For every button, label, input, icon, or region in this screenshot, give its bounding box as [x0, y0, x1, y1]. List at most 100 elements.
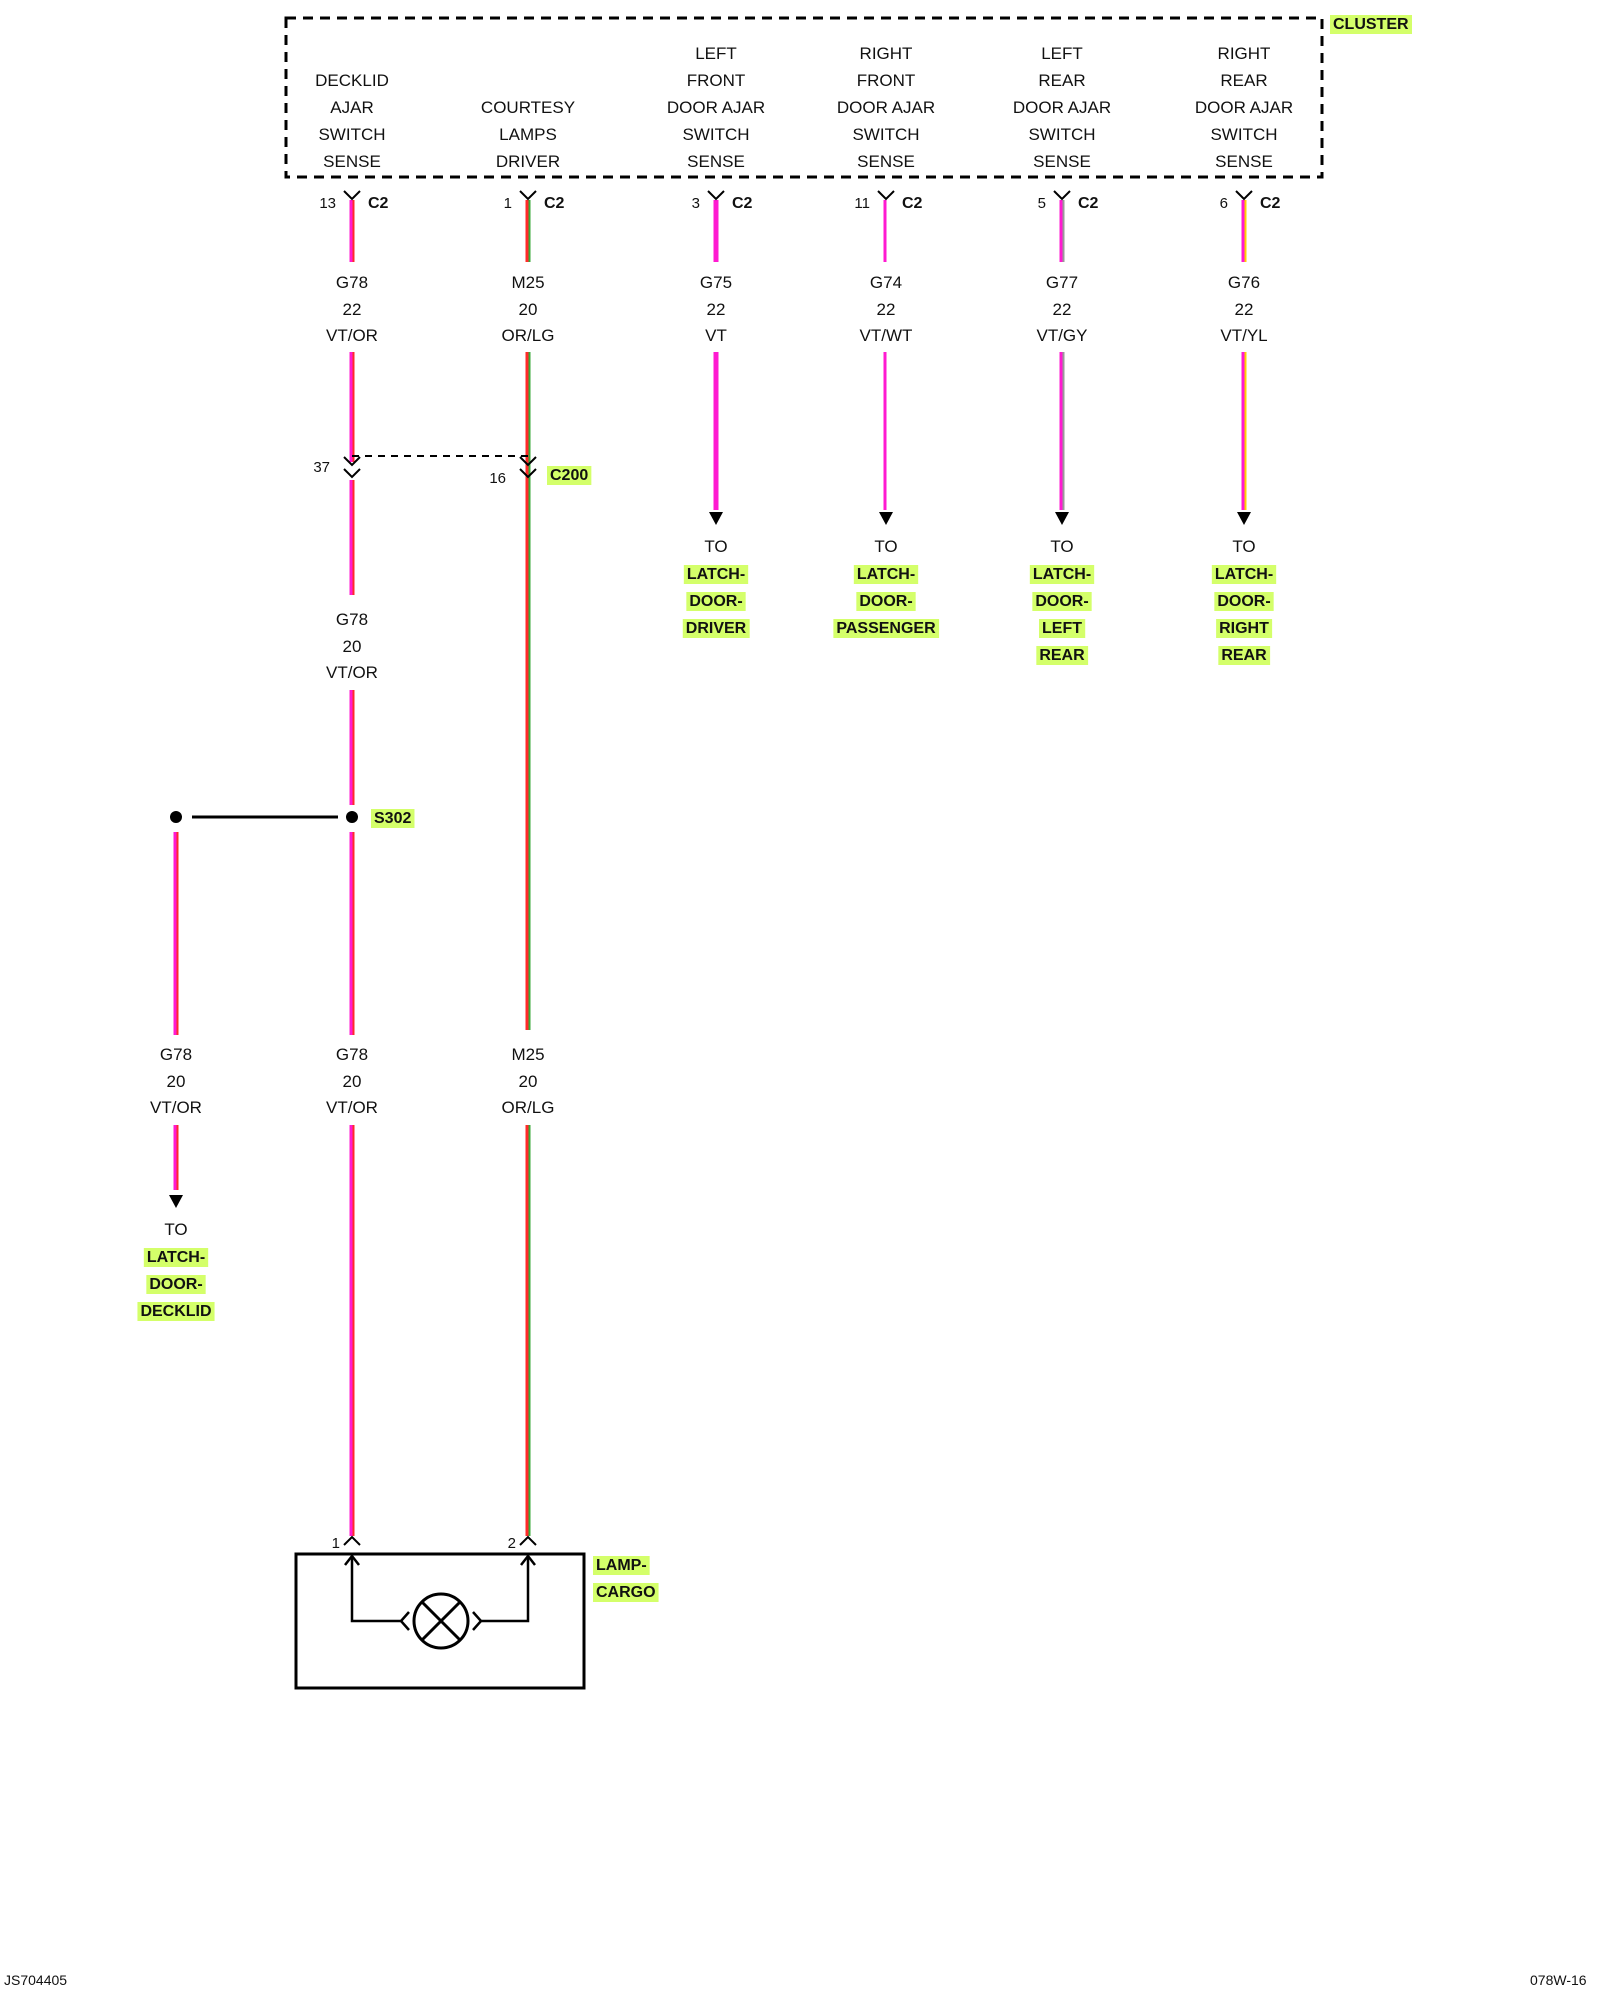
pin-label-line: SWITCH [682, 125, 749, 144]
pin-label-line: SENSE [323, 152, 381, 171]
destination-label-highlight [137, 1302, 215, 1321]
wire-segment [1059, 352, 1065, 510]
destination-label: DOOR- [1217, 593, 1270, 610]
destination-label: LATCH- [687, 566, 745, 583]
wire-segment [173, 832, 179, 1035]
connector-label: C2 [902, 195, 923, 212]
to-label: TO [704, 537, 727, 556]
wire-gauge: 20 [343, 1072, 362, 1091]
to-label: TO [1232, 537, 1255, 556]
connector-chevron [1235, 190, 1253, 201]
pin-label-line: SENSE [857, 152, 915, 171]
pin-label-line: FRONT [857, 71, 916, 90]
wire-gauge: 20 [343, 637, 362, 656]
pin-label-line: REAR [1220, 71, 1267, 90]
connector-label: C2 [732, 195, 753, 212]
destination-label-highlight [683, 565, 749, 584]
destination-label: DOOR- [689, 593, 742, 610]
lamp-label-highlight [593, 1556, 650, 1575]
cluster-label-highlight [1330, 15, 1412, 34]
destination-label: LATCH- [1033, 566, 1091, 583]
circuit-id: G78 [336, 1045, 368, 1064]
diagram-id-left: JS704405 [4, 1972, 68, 1988]
circuit-id: G78 [336, 273, 368, 292]
c200-chevron-lower [519, 468, 537, 479]
arrow-down-icon [169, 1195, 183, 1208]
connector-label: C2 [1078, 195, 1099, 212]
cavity-number: 5 [1038, 195, 1046, 212]
connector-label: C2 [1260, 195, 1281, 212]
wire-color: VT/GY [1036, 326, 1087, 345]
wire-color: VT/OR [326, 663, 378, 682]
wire-color: VT [705, 326, 727, 345]
splice-label: S302 [374, 810, 411, 827]
lamp-internal-wire [481, 1556, 530, 1623]
pin-label-line: AJAR [330, 98, 373, 117]
wire-segment [1059, 200, 1065, 262]
pin-label-line: COURTESY [481, 98, 575, 117]
lamp-label: LAMP- [596, 1557, 647, 1574]
wire-segment [349, 1125, 355, 1536]
pin-label-line: FRONT [687, 71, 746, 90]
pin-label-line: DOOR AJAR [667, 98, 765, 117]
diagram-id-right: 078W-16 [1530, 1972, 1587, 1988]
wire-color: OR/LG [502, 326, 555, 345]
to-label: TO [874, 537, 897, 556]
circuit-id: G74 [870, 273, 902, 292]
connector-chevron [1053, 190, 1071, 201]
cavity-number: 1 [504, 195, 512, 212]
destination-label-highlight [146, 1275, 206, 1294]
wire-segment [349, 200, 355, 262]
lamp-terminal [399, 1611, 410, 1631]
pin-label-line: DOOR AJAR [837, 98, 935, 117]
pin-label-line: SENSE [1215, 152, 1273, 171]
destination-label-highlight [833, 619, 940, 638]
destination-label-highlight [682, 619, 750, 638]
to-label: TO [1050, 537, 1073, 556]
connector-label: C2 [544, 195, 565, 212]
c200-chevron-upper [519, 456, 537, 467]
wire-color: VT/YL [1220, 326, 1267, 345]
destination-label: PASSENGER [836, 620, 936, 637]
pin-label-line: SWITCH [1210, 125, 1277, 144]
pin-label-line: LEFT [695, 44, 737, 63]
lamp-label: CARGO [596, 1584, 656, 1601]
destination-label: DRIVER [686, 620, 747, 637]
arrow-down-icon [1237, 512, 1251, 525]
destination-label-highlight [1218, 646, 1271, 665]
pin-label-line: RIGHT [1218, 44, 1271, 63]
circuit-id: G77 [1046, 273, 1078, 292]
pin-label-line: DOOR AJAR [1013, 98, 1111, 117]
wire-color: VT/OR [326, 326, 378, 345]
lamp-pin-number: 1 [332, 1535, 340, 1552]
wire-gauge: 20 [167, 1072, 186, 1091]
pin-label-line: RIGHT [860, 44, 913, 63]
pin-label-line: DOOR AJAR [1195, 98, 1293, 117]
lamp-connector-chevron [519, 1535, 537, 1546]
wire-gauge: 22 [877, 300, 896, 319]
circuit-id: G78 [336, 610, 368, 629]
wire-segment [1241, 352, 1247, 510]
wire-gauge: 20 [519, 1072, 538, 1091]
wire-gauge: 22 [1053, 300, 1072, 319]
destination-label: LEFT [1042, 620, 1082, 637]
pin-label-line: SWITCH [852, 125, 919, 144]
wire-segment [883, 200, 889, 262]
wire-segment [525, 200, 531, 262]
wire-segment [349, 690, 355, 805]
circuit-id: G75 [700, 273, 732, 292]
destination-label-highlight [1216, 619, 1273, 638]
wire-gauge: 22 [343, 300, 362, 319]
wire-segment [349, 480, 355, 595]
wire-color: VT/OR [326, 1098, 378, 1117]
connector-chevron [707, 190, 725, 201]
circuit-id: G78 [160, 1045, 192, 1064]
c200-label-highlight [547, 466, 592, 485]
destination-label: DOOR- [149, 1276, 202, 1293]
cavity-number: 11 [854, 195, 870, 212]
pin-label-line: DECKLID [315, 71, 389, 90]
wire-gauge: 22 [707, 300, 726, 319]
cluster-label: CLUSTER [1333, 16, 1409, 33]
cavity-number: 6 [1220, 195, 1228, 212]
wire-segment [525, 352, 531, 1030]
